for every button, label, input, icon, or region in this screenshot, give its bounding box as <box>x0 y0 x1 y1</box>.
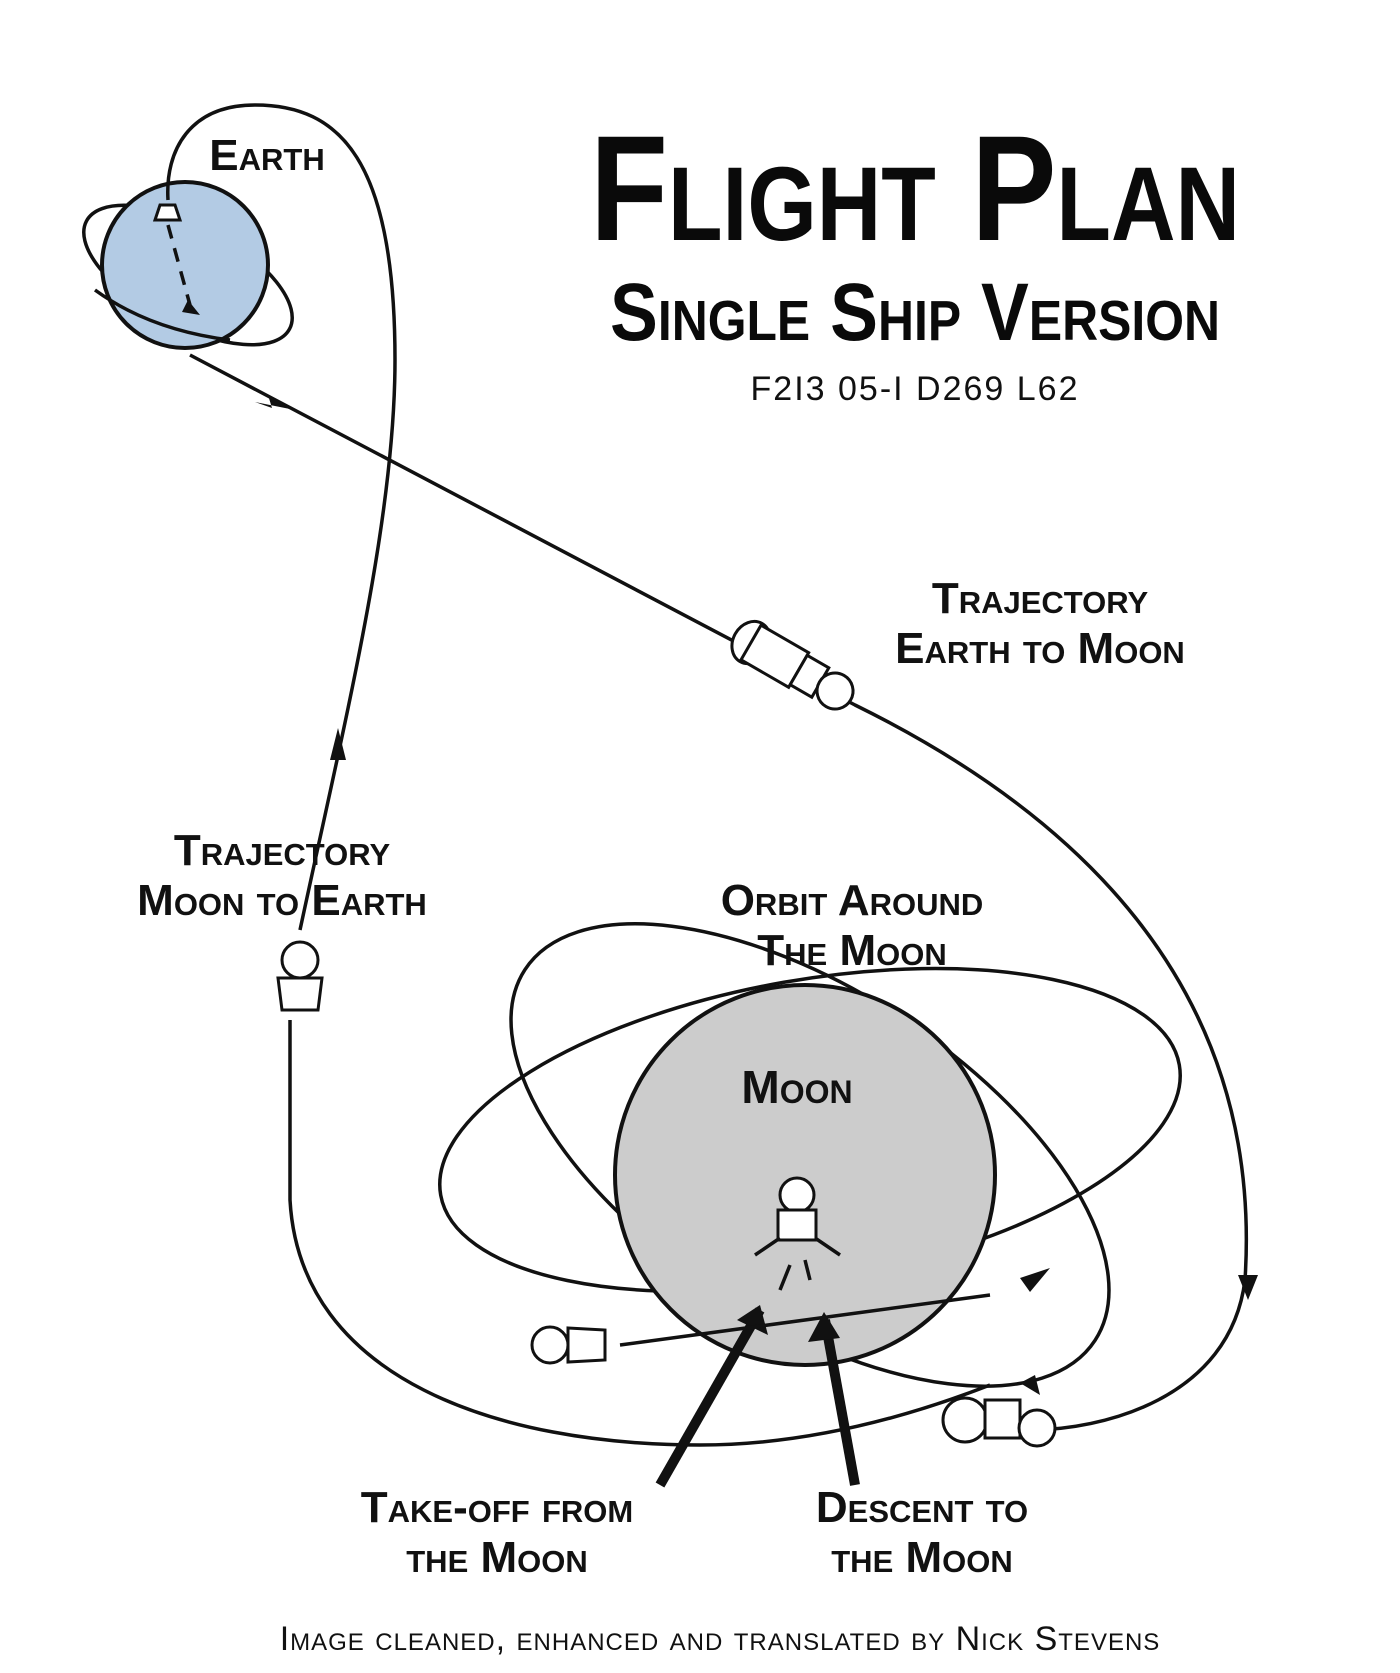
earth-label: Earth <box>209 131 324 180</box>
earth-orbit-front <box>93 288 231 342</box>
lunar-lander <box>754 1176 841 1257</box>
page-title: Flight Plan <box>590 104 1240 272</box>
trajectory-earth-to-moon <box>189 353 1249 1432</box>
descent-pointer-head <box>808 1312 840 1342</box>
label-trajectory-earth-moon-1: Trajectory <box>932 574 1149 623</box>
label-descent-2: the Moon <box>831 1533 1013 1582</box>
lander-descent-stage <box>776 1208 818 1242</box>
spacecraft-lunar-approach <box>941 1396 1057 1448</box>
lander-ascent-stage <box>778 1176 816 1214</box>
trajectory-moon-to-earth <box>288 1020 991 1447</box>
earth-orbit-arrow <box>182 300 200 315</box>
earth-launch-capsule <box>152 203 183 222</box>
takeoff-path <box>778 1264 792 1291</box>
label-descent-1: Descent to <box>816 1483 1028 1532</box>
earth-body <box>100 180 270 350</box>
label-takeoff-1: Take-off from <box>361 1483 633 1532</box>
takeoff-pointer-arrow <box>655 1307 765 1488</box>
descent-path <box>803 1259 812 1281</box>
approach-capsule <box>941 1396 989 1444</box>
moon-body <box>613 983 997 1367</box>
trajectory-return-upper <box>166 103 397 931</box>
page-subtitle: Single Ship Version <box>610 267 1220 358</box>
label-takeoff-2: the Moon <box>406 1533 588 1582</box>
orbit-craft-sphere <box>530 1325 570 1365</box>
credit-line: Image cleaned, enhanced and translated b… <box>280 1620 1161 1658</box>
label-trajectory-earth-moon-2: Earth to Moon <box>895 624 1185 673</box>
lander-legs <box>754 1236 841 1257</box>
label-orbit-1: Orbit Around <box>721 876 984 925</box>
document-code: F2I3 05-I D269 L62 <box>751 370 1080 408</box>
orbit-arrow-1 <box>1020 1268 1050 1292</box>
orbit-craft-capsule <box>566 1326 607 1364</box>
spacecraft-moon-earth <box>276 940 324 1012</box>
spacecraft-earth-moon <box>730 619 855 711</box>
return-capsule <box>276 976 324 1012</box>
earth-ascent-dashes <box>166 224 192 306</box>
arrow-earth-moon-1 <box>255 395 295 410</box>
label-trajectory-moon-earth-2: Moon to Earth <box>137 876 427 925</box>
earth-group: Earth <box>82 131 325 350</box>
label-trajectory-moon-earth-1: Trajectory <box>174 826 391 875</box>
orbit-arrow-2 <box>1020 1375 1040 1395</box>
approach-sphere <box>1017 1408 1057 1448</box>
label-orbit-2: The Moon <box>757 926 946 975</box>
descent-pointer-arrow <box>820 1319 860 1486</box>
arrow-moon-earth <box>330 728 346 760</box>
moon-label: Moon <box>741 1061 852 1113</box>
spacecraft-lunar-orbit-left <box>530 1325 607 1365</box>
approach-module <box>983 1398 1022 1440</box>
orbit-exit-line <box>619 1293 991 1347</box>
return-sphere <box>280 940 320 980</box>
arrow-earth-moon-2 <box>1238 1275 1258 1300</box>
craft-lander-sphere <box>815 671 855 711</box>
